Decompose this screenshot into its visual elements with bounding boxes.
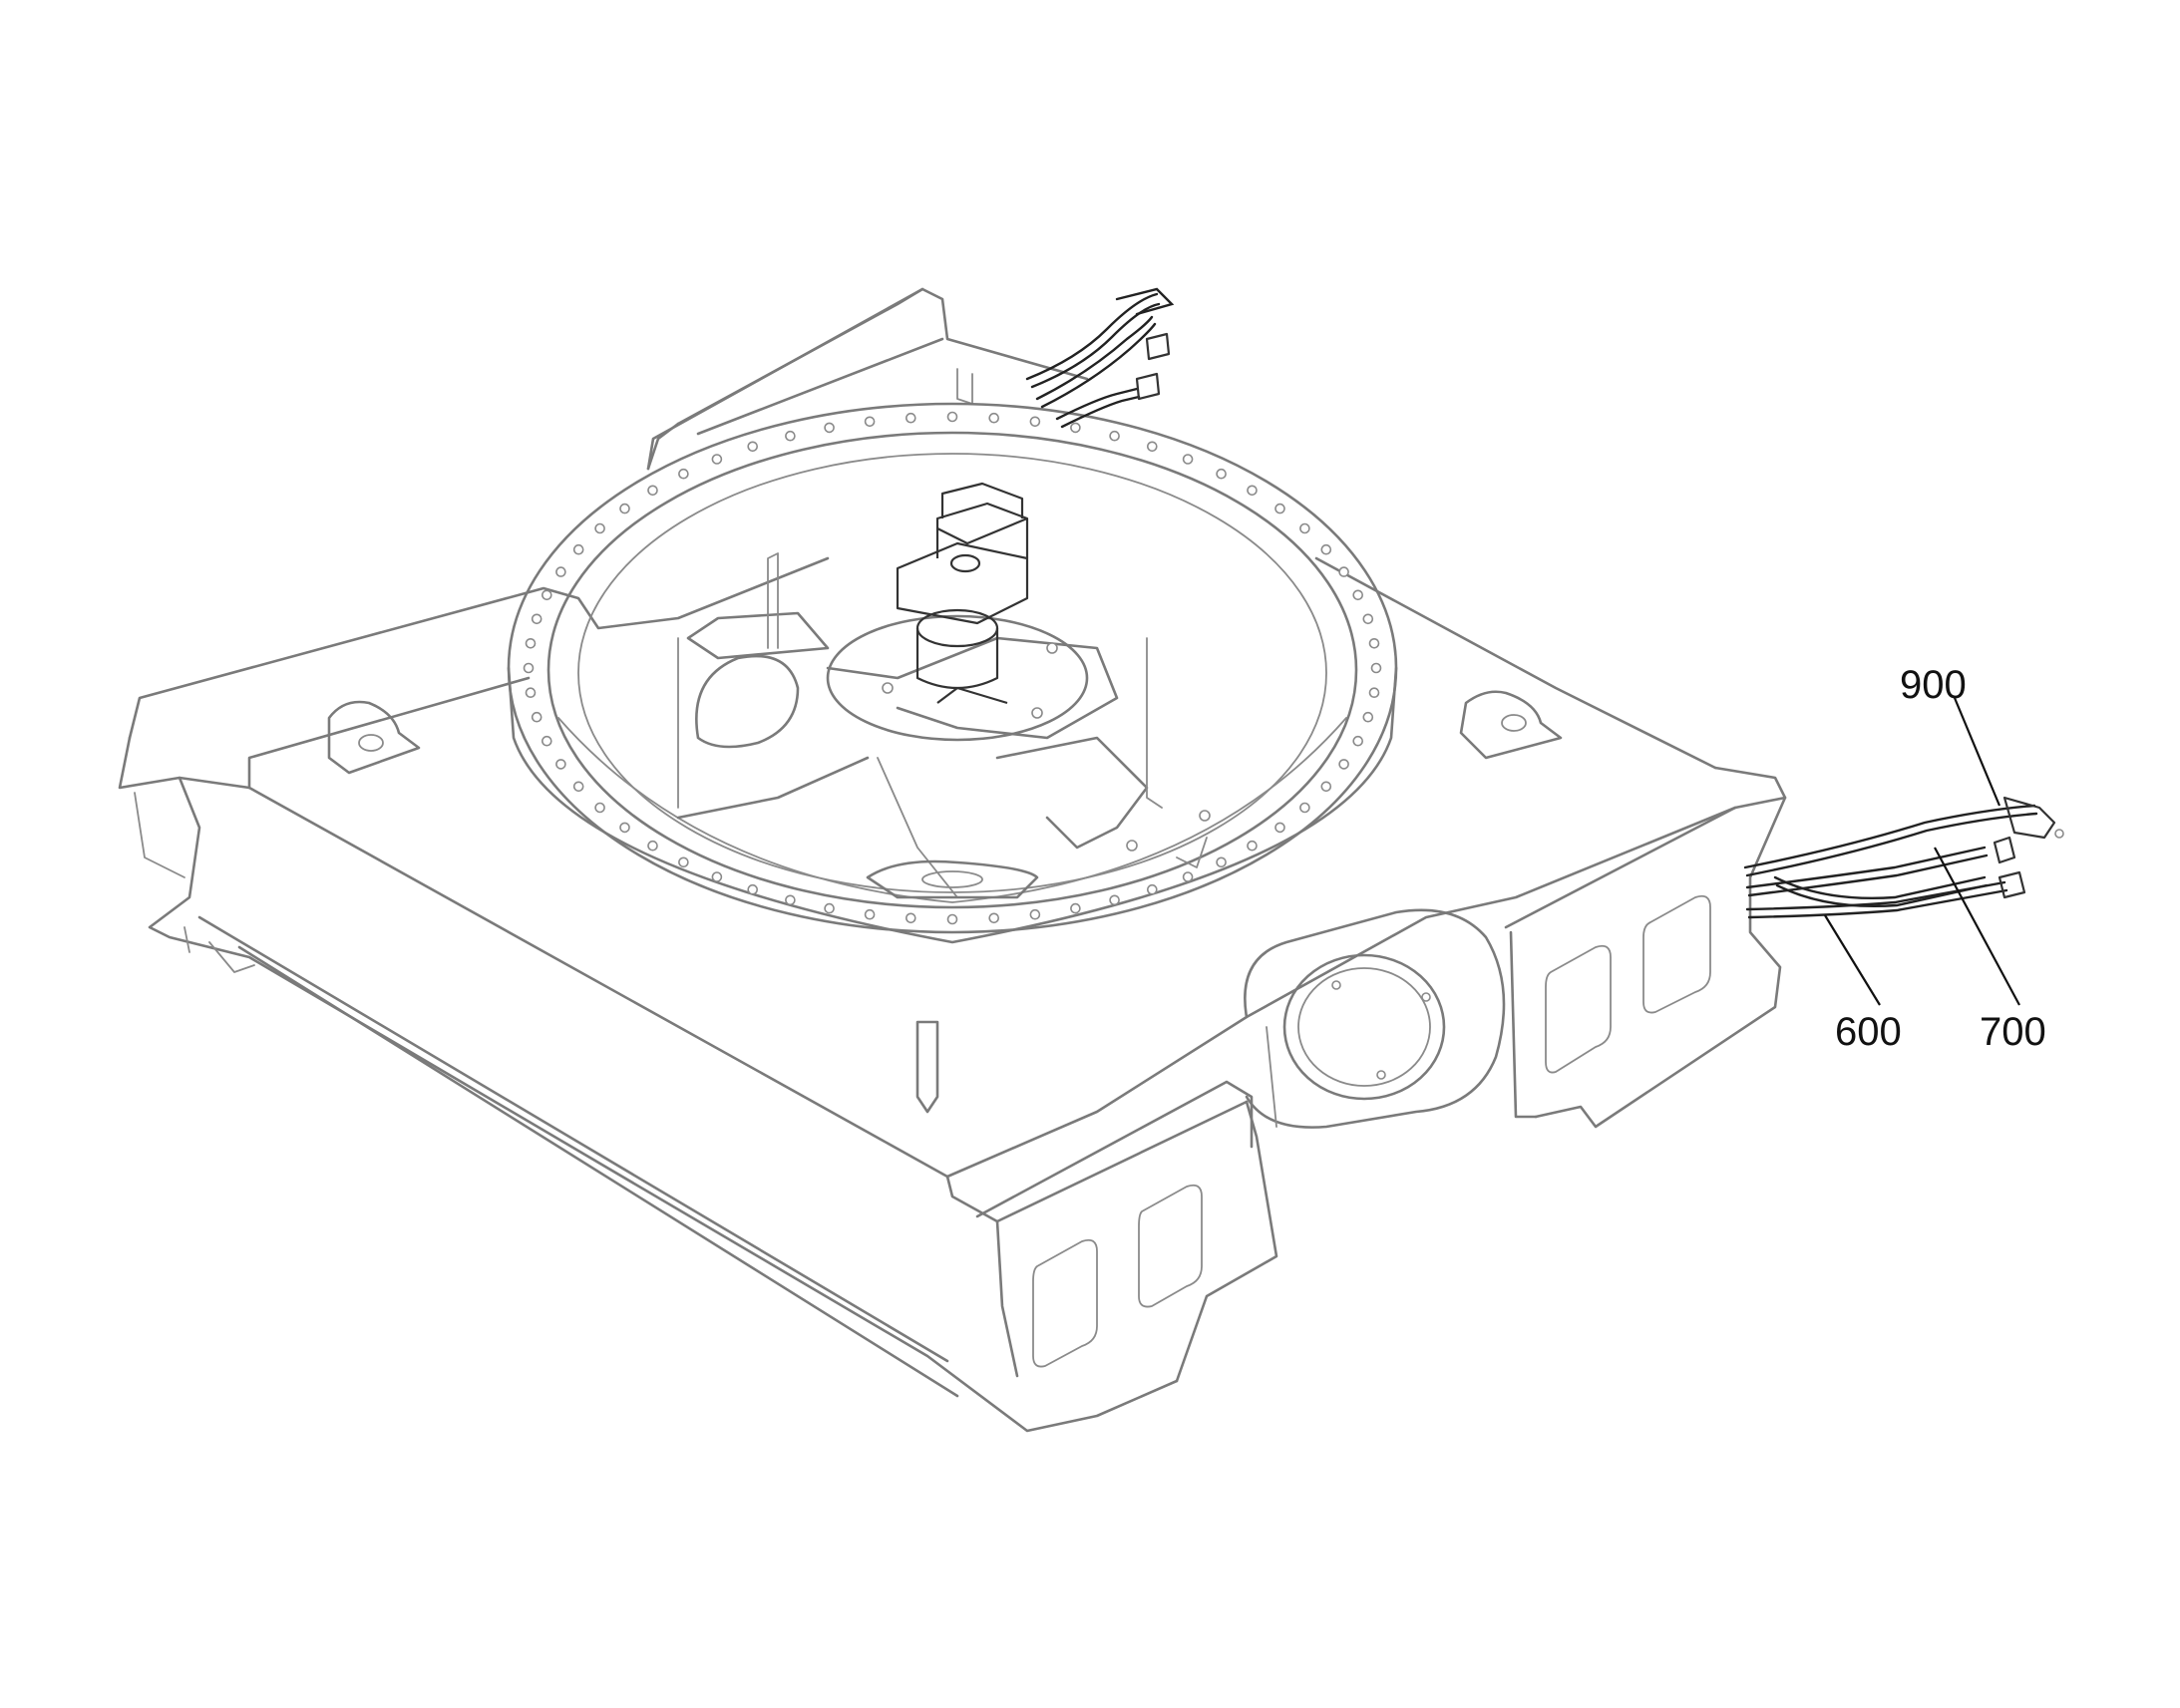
bolt-hole	[864, 416, 876, 428]
bolt-hole	[905, 912, 916, 924]
bolt-hole	[864, 908, 876, 920]
bolt-hole	[1070, 902, 1081, 914]
left-lifting-lug	[327, 700, 421, 775]
bolt-hole	[1338, 759, 1349, 770]
bolt-hole	[1247, 485, 1258, 497]
bolt-hole	[525, 687, 537, 699]
bolt-hole	[946, 913, 958, 925]
bolt-hole	[1109, 430, 1120, 442]
bolt-hole	[1362, 711, 1374, 723]
bolt-hole	[1216, 856, 1227, 868]
rotary-joint-assembly	[826, 482, 1089, 742]
lower-plate	[866, 859, 1039, 899]
bolt-hole	[824, 422, 835, 434]
bolt-hole	[1352, 735, 1363, 747]
bolt-hole	[1362, 613, 1374, 625]
right-hose-bundle	[1743, 796, 2064, 919]
bolt-hole	[824, 902, 835, 914]
bolt-hole	[1368, 637, 1380, 649]
bolt-hole	[711, 871, 723, 882]
bolt-hole	[523, 662, 535, 674]
frame-body	[118, 287, 1787, 1433]
bolt-hole	[531, 711, 543, 723]
bolt-hole	[1147, 883, 1158, 895]
bolt-hole	[1182, 454, 1194, 465]
bolt-hole	[1370, 662, 1382, 674]
bolt-hole	[1274, 822, 1285, 834]
bolt-hole	[572, 543, 584, 555]
label-600: 600	[1835, 1010, 1902, 1054]
bolt-hole	[594, 802, 605, 814]
bolt-hole	[1320, 543, 1332, 555]
bolt-hole	[1247, 840, 1258, 852]
bolt-hole	[619, 503, 630, 514]
reference-labels: 900 700 600	[1824, 663, 2046, 1054]
bolt-hole	[1029, 908, 1041, 920]
bolt-hole	[541, 735, 552, 747]
front-pin	[915, 1020, 939, 1114]
label-700: 700	[1980, 1010, 2046, 1054]
bolt-hole	[647, 840, 658, 852]
bolt-hole	[1216, 468, 1227, 480]
bolt-hole	[1299, 802, 1310, 814]
bearing-cover	[1282, 953, 1446, 1101]
bolt-hole	[988, 412, 1000, 424]
bolt-hole	[678, 468, 689, 480]
bolt-hole	[572, 781, 584, 793]
bolt-hole	[541, 589, 552, 601]
bolt-hole	[1070, 422, 1081, 434]
leader-line-600	[1824, 914, 1881, 1006]
bolt-hole	[678, 856, 689, 868]
ring-bolt-holes	[523, 411, 1382, 925]
bolt-hole	[555, 759, 566, 770]
far-hose-bundle	[1025, 287, 1175, 429]
slewing-ring	[507, 402, 1398, 944]
bolt-hole	[1274, 503, 1285, 514]
bolt-hole	[785, 894, 796, 906]
bolt-hole	[1368, 687, 1380, 699]
bolt-hole	[785, 430, 796, 442]
inner-structure	[676, 552, 1211, 899]
bolt-hole	[747, 441, 759, 453]
bolt-hole	[1352, 589, 1363, 601]
label-900: 900	[1900, 663, 1967, 707]
bolt-hole	[711, 454, 723, 465]
bolt-hole	[1299, 522, 1310, 534]
leader-line-900	[1953, 697, 2001, 807]
leader-line-700	[1934, 847, 2020, 1006]
bolt-hole	[555, 566, 566, 577]
bolt-hole	[619, 822, 630, 834]
bolt-hole	[594, 522, 605, 534]
bolt-hole	[946, 411, 958, 423]
bolt-hole	[1338, 566, 1349, 577]
bolt-hole	[1147, 441, 1158, 453]
bolt-hole	[1029, 416, 1041, 428]
bolt-hole	[1320, 781, 1332, 793]
bolt-hole	[988, 912, 1000, 924]
right-lifting-lug	[1459, 690, 1563, 760]
bolt-hole	[747, 883, 759, 895]
bolt-hole	[647, 485, 658, 497]
bolt-hole	[531, 613, 543, 625]
bolt-hole	[905, 412, 916, 424]
bolt-hole	[1182, 871, 1194, 882]
bolt-hole	[1109, 894, 1120, 906]
bolt-hole	[525, 637, 537, 649]
